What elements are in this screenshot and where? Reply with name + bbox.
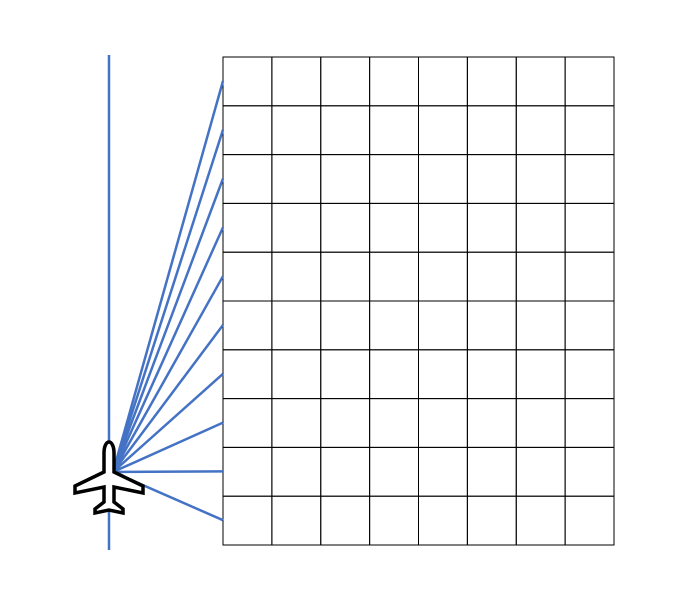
grid-cell xyxy=(564,56,615,107)
grid-cell xyxy=(418,202,468,253)
grid-cell xyxy=(466,105,517,156)
grid-cell xyxy=(418,56,468,107)
grid-cell xyxy=(222,495,273,546)
grid-cell xyxy=(515,446,566,497)
ground-grid xyxy=(222,56,615,546)
grid-cell xyxy=(418,300,468,351)
grid-cell xyxy=(369,398,419,448)
grid-cell xyxy=(515,251,566,302)
grid-cell xyxy=(515,300,566,351)
grid-cell xyxy=(515,398,566,448)
grid-cell xyxy=(515,202,566,253)
grid-cell xyxy=(222,251,273,302)
grid-cell xyxy=(564,202,615,253)
grid-cell xyxy=(320,300,371,351)
scan-ray xyxy=(111,129,225,473)
grid-cell xyxy=(222,154,273,204)
scan-ray xyxy=(111,324,225,473)
grid-cell xyxy=(515,105,566,156)
grid-cell xyxy=(369,349,419,400)
grid-cell xyxy=(466,398,517,448)
grid-cell xyxy=(466,251,517,302)
grid-cell xyxy=(320,202,371,253)
grid-cell xyxy=(222,105,273,156)
grid-cell xyxy=(564,300,615,351)
grid-cell xyxy=(222,446,273,497)
grid-cell xyxy=(271,202,322,253)
grid-cell xyxy=(320,495,371,546)
grid-cell xyxy=(271,398,322,448)
grid-cell xyxy=(515,154,566,204)
scan-ray xyxy=(111,178,225,473)
grid-cell xyxy=(564,154,615,204)
grid-cell xyxy=(418,154,468,204)
scan-ray xyxy=(112,372,224,473)
grid-cell xyxy=(271,154,322,204)
scan-ray xyxy=(111,226,225,473)
airplane-icon xyxy=(73,440,145,516)
grid-cell xyxy=(418,251,468,302)
grid-cell xyxy=(369,446,419,497)
grid-cell xyxy=(320,105,371,156)
grid-cell xyxy=(369,56,419,107)
grid-cell xyxy=(271,300,322,351)
grid-cell xyxy=(466,446,517,497)
grid-cell xyxy=(271,251,322,302)
scan-rays xyxy=(111,80,225,522)
grid-cell xyxy=(369,251,419,302)
grid-cell xyxy=(418,349,468,400)
grid-cell xyxy=(466,202,517,253)
grid-cell xyxy=(564,105,615,156)
grid-cell xyxy=(564,349,615,400)
grid-cell xyxy=(271,495,322,546)
grid-cell xyxy=(222,349,273,400)
scan-ray xyxy=(112,421,224,474)
grid-cell xyxy=(271,446,322,497)
grid-cell xyxy=(564,446,615,497)
grid-cell xyxy=(515,495,566,546)
grid-cell xyxy=(418,446,468,497)
grid-cell xyxy=(466,495,517,546)
grid-cell xyxy=(418,105,468,156)
grid-cell xyxy=(222,56,273,107)
grid-cell xyxy=(271,105,322,156)
grid-cell xyxy=(320,251,371,302)
grid-cell xyxy=(564,251,615,302)
grid-cell xyxy=(271,349,322,400)
grid-cell xyxy=(369,202,419,253)
scan-ray xyxy=(111,275,225,473)
grid-cell xyxy=(271,56,322,107)
grid-cell xyxy=(564,495,615,546)
grid-cell xyxy=(222,398,273,448)
grid-cell xyxy=(418,398,468,448)
scan-ray xyxy=(112,470,224,474)
grid-cell xyxy=(320,56,371,107)
grid-cell xyxy=(320,349,371,400)
grid-cell xyxy=(466,349,517,400)
grid-cell xyxy=(369,495,419,546)
grid-cell xyxy=(320,398,371,448)
grid-cell xyxy=(320,446,371,497)
scan-ray xyxy=(111,80,225,473)
grid-cell xyxy=(369,154,419,204)
grid-cell xyxy=(369,300,419,351)
grid-cell xyxy=(320,154,371,204)
grid-cell xyxy=(564,398,615,448)
grid-cell xyxy=(369,105,419,156)
grid-cell xyxy=(466,56,517,107)
grid-cell xyxy=(515,56,566,107)
grid-cell xyxy=(222,300,273,351)
grid-cell xyxy=(418,495,468,546)
grid-cell xyxy=(222,202,273,253)
grid-cell xyxy=(466,300,517,351)
grid-cell xyxy=(466,154,517,204)
grid-cell xyxy=(515,349,566,400)
